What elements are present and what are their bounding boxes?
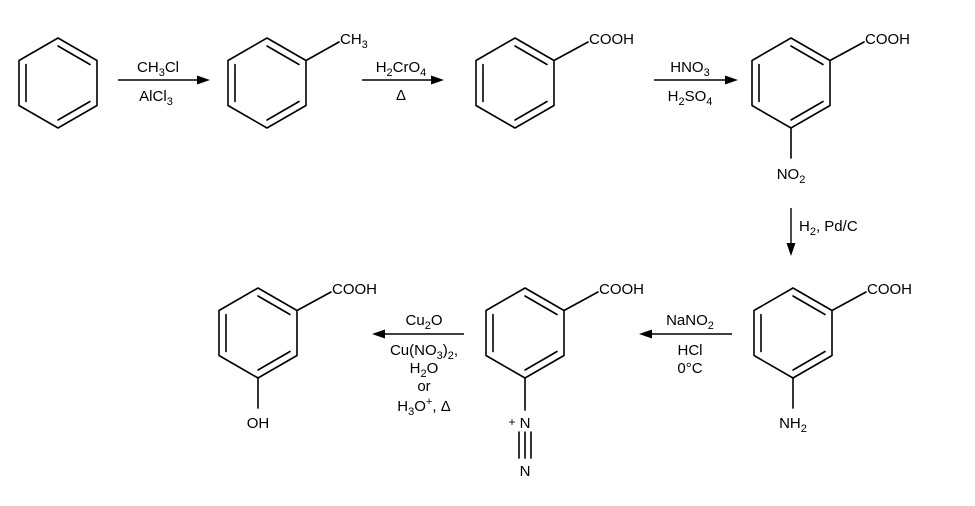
compound-diazonium: [485, 287, 599, 459]
step-2-arrow: [362, 75, 444, 85]
step-4-arrow: [786, 208, 796, 256]
compound-benzene: [18, 37, 98, 129]
step-2-condition: Δ: [396, 87, 406, 104]
step-3-acid: H2SO4: [668, 88, 713, 108]
step-6-arrow: [372, 329, 464, 339]
compound-toluene: [227, 37, 340, 129]
step-6-line3: H2O: [410, 360, 439, 380]
nitrobenzoic-acid-no2-label: NO2: [777, 166, 806, 186]
step-5-acid: HCl: [678, 342, 703, 359]
step-6-line5: H3O+, Δ: [397, 396, 450, 418]
hydroxybenzoic-acid-oh-label: OH: [247, 415, 270, 432]
step-2-reagent: H2CrO4: [376, 59, 427, 79]
step-3-arrow: [654, 75, 738, 85]
nitrobenzoic-acid-cooh-label: COOH: [865, 31, 910, 48]
benzoic-acid-cooh-label: COOH: [589, 31, 634, 48]
step-6-line2: Cu(NO3)2,: [390, 342, 458, 362]
compound-nitrobenzoic-acid: [751, 37, 865, 159]
toluene-ring: [227, 37, 307, 129]
step-6-reagent: Cu2O: [406, 312, 443, 332]
toluene-methyl-label: CH3: [340, 31, 368, 51]
aminobenzoic-acid-ring: [753, 287, 833, 379]
step-3-reagent: HNO3: [670, 59, 709, 79]
step-4-reagent: H2, Pd/C: [799, 218, 858, 238]
diazonium-cooh-label: COOH: [599, 281, 644, 298]
step-1-arrow: [118, 75, 210, 85]
compound-aminobenzoic-acid: [753, 287, 867, 409]
diazonium-n2-label: N: [520, 463, 531, 480]
benzoic-acid-ring: [475, 37, 555, 129]
aminobenzoic-acid-cooh-label: COOH: [867, 281, 912, 298]
hydroxybenzoic-acid-cooh-label: COOH: [332, 281, 377, 298]
diazonium-n1-label: N: [520, 415, 531, 432]
step-5-temperature: 0°C: [677, 360, 702, 377]
compound-benzoic-acid: [475, 37, 589, 129]
step-6-line4: or: [417, 378, 430, 395]
hydroxybenzoic-acid-ring: [218, 287, 298, 379]
nitrobenzoic-acid-ring: [751, 37, 831, 129]
benzene-ring: [18, 37, 98, 129]
step-1-catalyst: AlCl3: [139, 88, 173, 108]
step-1-reagent: CH3Cl: [137, 59, 179, 79]
aminobenzoic-acid-nh2-label: NH2: [779, 415, 807, 435]
compound-hydroxybenzoic-acid: [218, 287, 332, 409]
diazonium-charge: +: [508, 415, 515, 429]
diazonium-ring: [485, 287, 565, 379]
step-5-reagent: NaNO2: [666, 312, 714, 332]
step-5-arrow: [639, 329, 732, 339]
